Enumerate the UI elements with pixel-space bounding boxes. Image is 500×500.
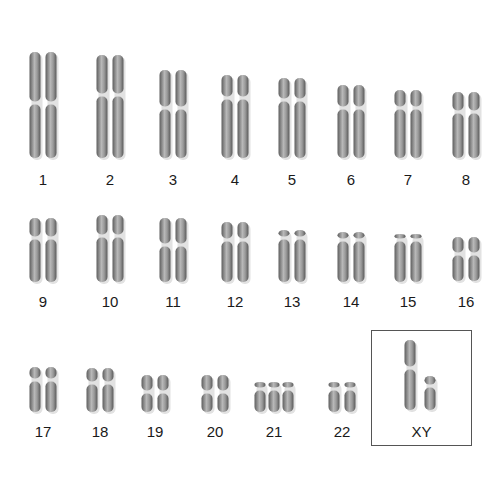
chromosome-number: 10 [88, 293, 132, 311]
chromosome [354, 85, 367, 160]
chromosome [222, 222, 235, 284]
chromosome [255, 382, 268, 414]
chromosome [103, 368, 116, 414]
chromosome [30, 218, 43, 284]
chromosome [97, 215, 110, 284]
chromosome [87, 368, 100, 414]
chromosome [30, 367, 43, 414]
chromosome [46, 218, 59, 284]
chromosome-number: 16 [444, 293, 488, 311]
chromosome [453, 92, 466, 160]
chromosome [160, 218, 173, 284]
chromosome [176, 218, 189, 284]
chromosome [411, 90, 424, 160]
chromosome [269, 382, 282, 414]
chromosome-number: 11 [151, 293, 195, 311]
chromosome [113, 55, 126, 160]
chromosome-number: 6 [329, 171, 373, 189]
chromosome-number: 15 [386, 293, 430, 311]
chromosome-number: 18 [78, 423, 122, 441]
chromosome-number: 13 [270, 293, 314, 311]
chromosome [469, 92, 482, 160]
chromosome-number: 4 [213, 171, 257, 189]
chromosome [283, 382, 296, 414]
chromosome-number: 2 [88, 171, 132, 189]
chromosome-number: 7 [386, 171, 430, 189]
chromosome-number: 17 [21, 423, 65, 441]
chromosome-number: 9 [21, 293, 65, 311]
chromosome [160, 70, 173, 160]
chromosome [295, 230, 308, 284]
box-label: XY [372, 423, 471, 441]
chromosome [46, 52, 59, 160]
chromosome [395, 90, 408, 160]
chromosome-number: 14 [329, 293, 373, 311]
chromosome [176, 70, 189, 160]
chromosome-number: 22 [320, 423, 364, 441]
chromosome-number: 12 [213, 293, 257, 311]
chromosome [222, 75, 235, 160]
chromosome-number: 21 [252, 423, 296, 441]
chromosome [338, 232, 351, 284]
chromosome [238, 75, 251, 160]
chromosome [158, 375, 171, 414]
chromosome [425, 376, 438, 412]
chromosome-number: 8 [444, 171, 488, 189]
chromosome [354, 232, 367, 284]
chromosome [338, 85, 351, 160]
chromosome [218, 375, 231, 414]
chromosome [295, 78, 308, 160]
chromosome [279, 230, 292, 284]
chromosome [411, 234, 424, 284]
chromosome-number: 19 [133, 423, 177, 441]
chromosome [345, 382, 358, 414]
chromosome [469, 237, 482, 283]
chromosome [279, 78, 292, 160]
sex-chromosome-box: XY [371, 330, 472, 446]
chromosome [202, 375, 215, 414]
chromosome [405, 340, 418, 412]
chromosome [46, 367, 59, 414]
chromosome [395, 234, 408, 284]
chromosome-number: 20 [193, 423, 237, 441]
chromosome-number: 5 [270, 171, 314, 189]
chromosome [142, 375, 155, 414]
chromosome-number: 1 [21, 171, 65, 189]
chromosome [453, 237, 466, 283]
chromosome [329, 382, 342, 414]
chromosome [113, 215, 126, 284]
chromosome [238, 222, 251, 284]
chromosome [97, 55, 110, 160]
chromosome [30, 52, 43, 160]
chromosome-number: 3 [151, 171, 195, 189]
